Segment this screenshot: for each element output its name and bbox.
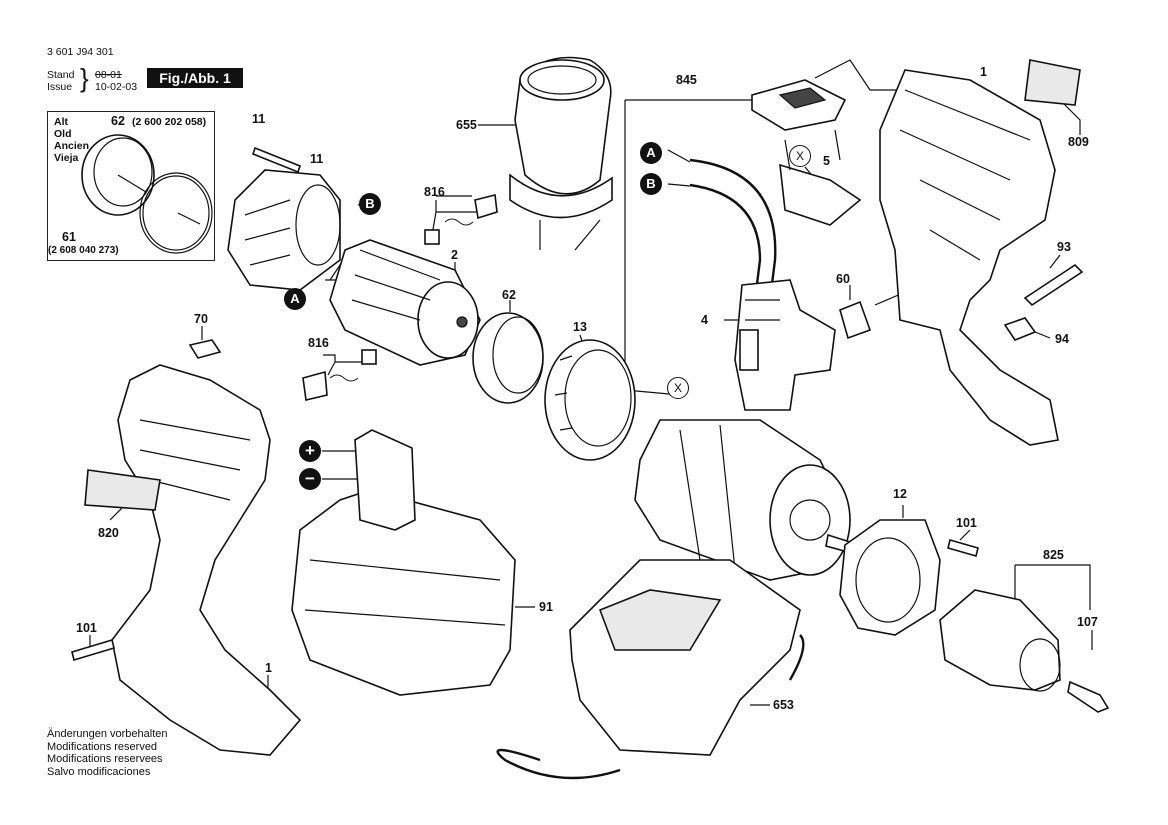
disclaimer-de: Änderungen vorbehalten <box>47 728 168 740</box>
label-2: 2 <box>451 248 458 262</box>
disclaimer-fr: Modifications reservees <box>47 753 163 765</box>
part-70-clip <box>188 339 222 359</box>
part-1-housing-left <box>84 364 302 756</box>
label-653: 653 <box>773 698 794 712</box>
issue-date: 10-02-03 <box>95 81 138 93</box>
alt-label: Alt <box>54 116 68 128</box>
part-12-cover <box>839 519 941 636</box>
part-94-clip <box>1003 317 1037 341</box>
brace-icon: } <box>80 63 89 93</box>
label-62: 62 <box>502 288 516 302</box>
part-101-screw-left <box>71 638 115 662</box>
label-809: 809 <box>1068 135 1089 149</box>
label-825: 825 <box>1043 548 1064 562</box>
part-60-block <box>839 300 872 340</box>
disclaimer-en: Modifications reserved <box>47 740 158 753</box>
part-825-chuck <box>939 589 1061 692</box>
label-12: 12 <box>893 487 907 501</box>
issue-label: Issue <box>47 81 73 93</box>
old-label: Old <box>54 128 72 140</box>
stand-date: 08-01 <box>95 69 122 81</box>
plus-terminal-icon: + <box>299 440 321 462</box>
part-655-sleeve <box>509 56 613 251</box>
alt-box-rings <box>81 134 213 254</box>
callout-a-left: A <box>284 288 306 310</box>
part-91-battery <box>291 429 516 696</box>
alt-part-62-code: (2 600 202 058) <box>132 116 207 128</box>
callout-x-switch: X <box>789 145 811 167</box>
part-816-brushes-bottom <box>302 349 377 401</box>
label-655: 655 <box>456 118 477 132</box>
alt-part-61-ref: 61 <box>62 230 76 244</box>
part-1-housing-right <box>879 59 1081 446</box>
figure-label: Fig./Abb. 1 <box>147 68 243 88</box>
part-62-ring <box>472 312 544 404</box>
label-816-top: 816 <box>424 185 445 199</box>
label-94: 94 <box>1055 332 1069 346</box>
part-653-charger <box>496 559 805 780</box>
label-91: 91 <box>539 600 553 614</box>
callout-b-left: B <box>359 193 381 215</box>
part-number: 3 601 J94 301 <box>47 46 114 58</box>
part-x-gearbox <box>634 419 851 581</box>
label-820: 820 <box>98 526 119 540</box>
label-101-left: 101 <box>76 621 97 635</box>
stand-label: Stand <box>47 69 75 81</box>
ancien-label: Ancien <box>54 140 90 152</box>
label-11-screw: 11 <box>252 112 266 126</box>
label-816-bottom: 816 <box>308 336 329 350</box>
label-4: 4 <box>701 313 708 327</box>
alt-old-box: Alt Old Ancien Vieja 62 (2 600 202 058) … <box>47 111 215 261</box>
label-93: 93 <box>1057 240 1071 254</box>
vieja-label: Vieja <box>54 152 79 164</box>
label-1-top: 1 <box>980 65 987 79</box>
part-107-screw <box>1067 680 1110 713</box>
part-11-housing <box>227 146 341 291</box>
label-845: 845 <box>676 73 697 87</box>
label-1-left: 1 <box>265 661 272 675</box>
label-107: 107 <box>1077 615 1098 629</box>
label-101-right: 101 <box>956 516 977 530</box>
part-93-bit <box>1023 263 1084 307</box>
part-816-brushes-top <box>424 194 498 245</box>
part-13-ring-gear <box>544 339 636 461</box>
part-2-motor <box>329 239 481 366</box>
alt-part-61-code: (2 608 040 273) <box>48 245 119 256</box>
label-70: 70 <box>194 312 208 326</box>
label-11-housing: 11 <box>310 152 324 166</box>
label-13: 13 <box>573 320 587 334</box>
part-101-screw-right <box>947 539 979 557</box>
alt-part-62-ref: 62 <box>111 114 125 128</box>
disclaimer-es: Salvo modificaciones <box>47 765 151 778</box>
callout-a-right: A <box>640 142 662 164</box>
minus-terminal-icon: − <box>299 468 321 490</box>
callout-b-right: B <box>640 173 662 195</box>
label-60: 60 <box>836 272 850 286</box>
part-845-switch <box>689 79 862 411</box>
callout-x-gearbox: X <box>667 377 689 399</box>
label-5: 5 <box>823 154 830 168</box>
